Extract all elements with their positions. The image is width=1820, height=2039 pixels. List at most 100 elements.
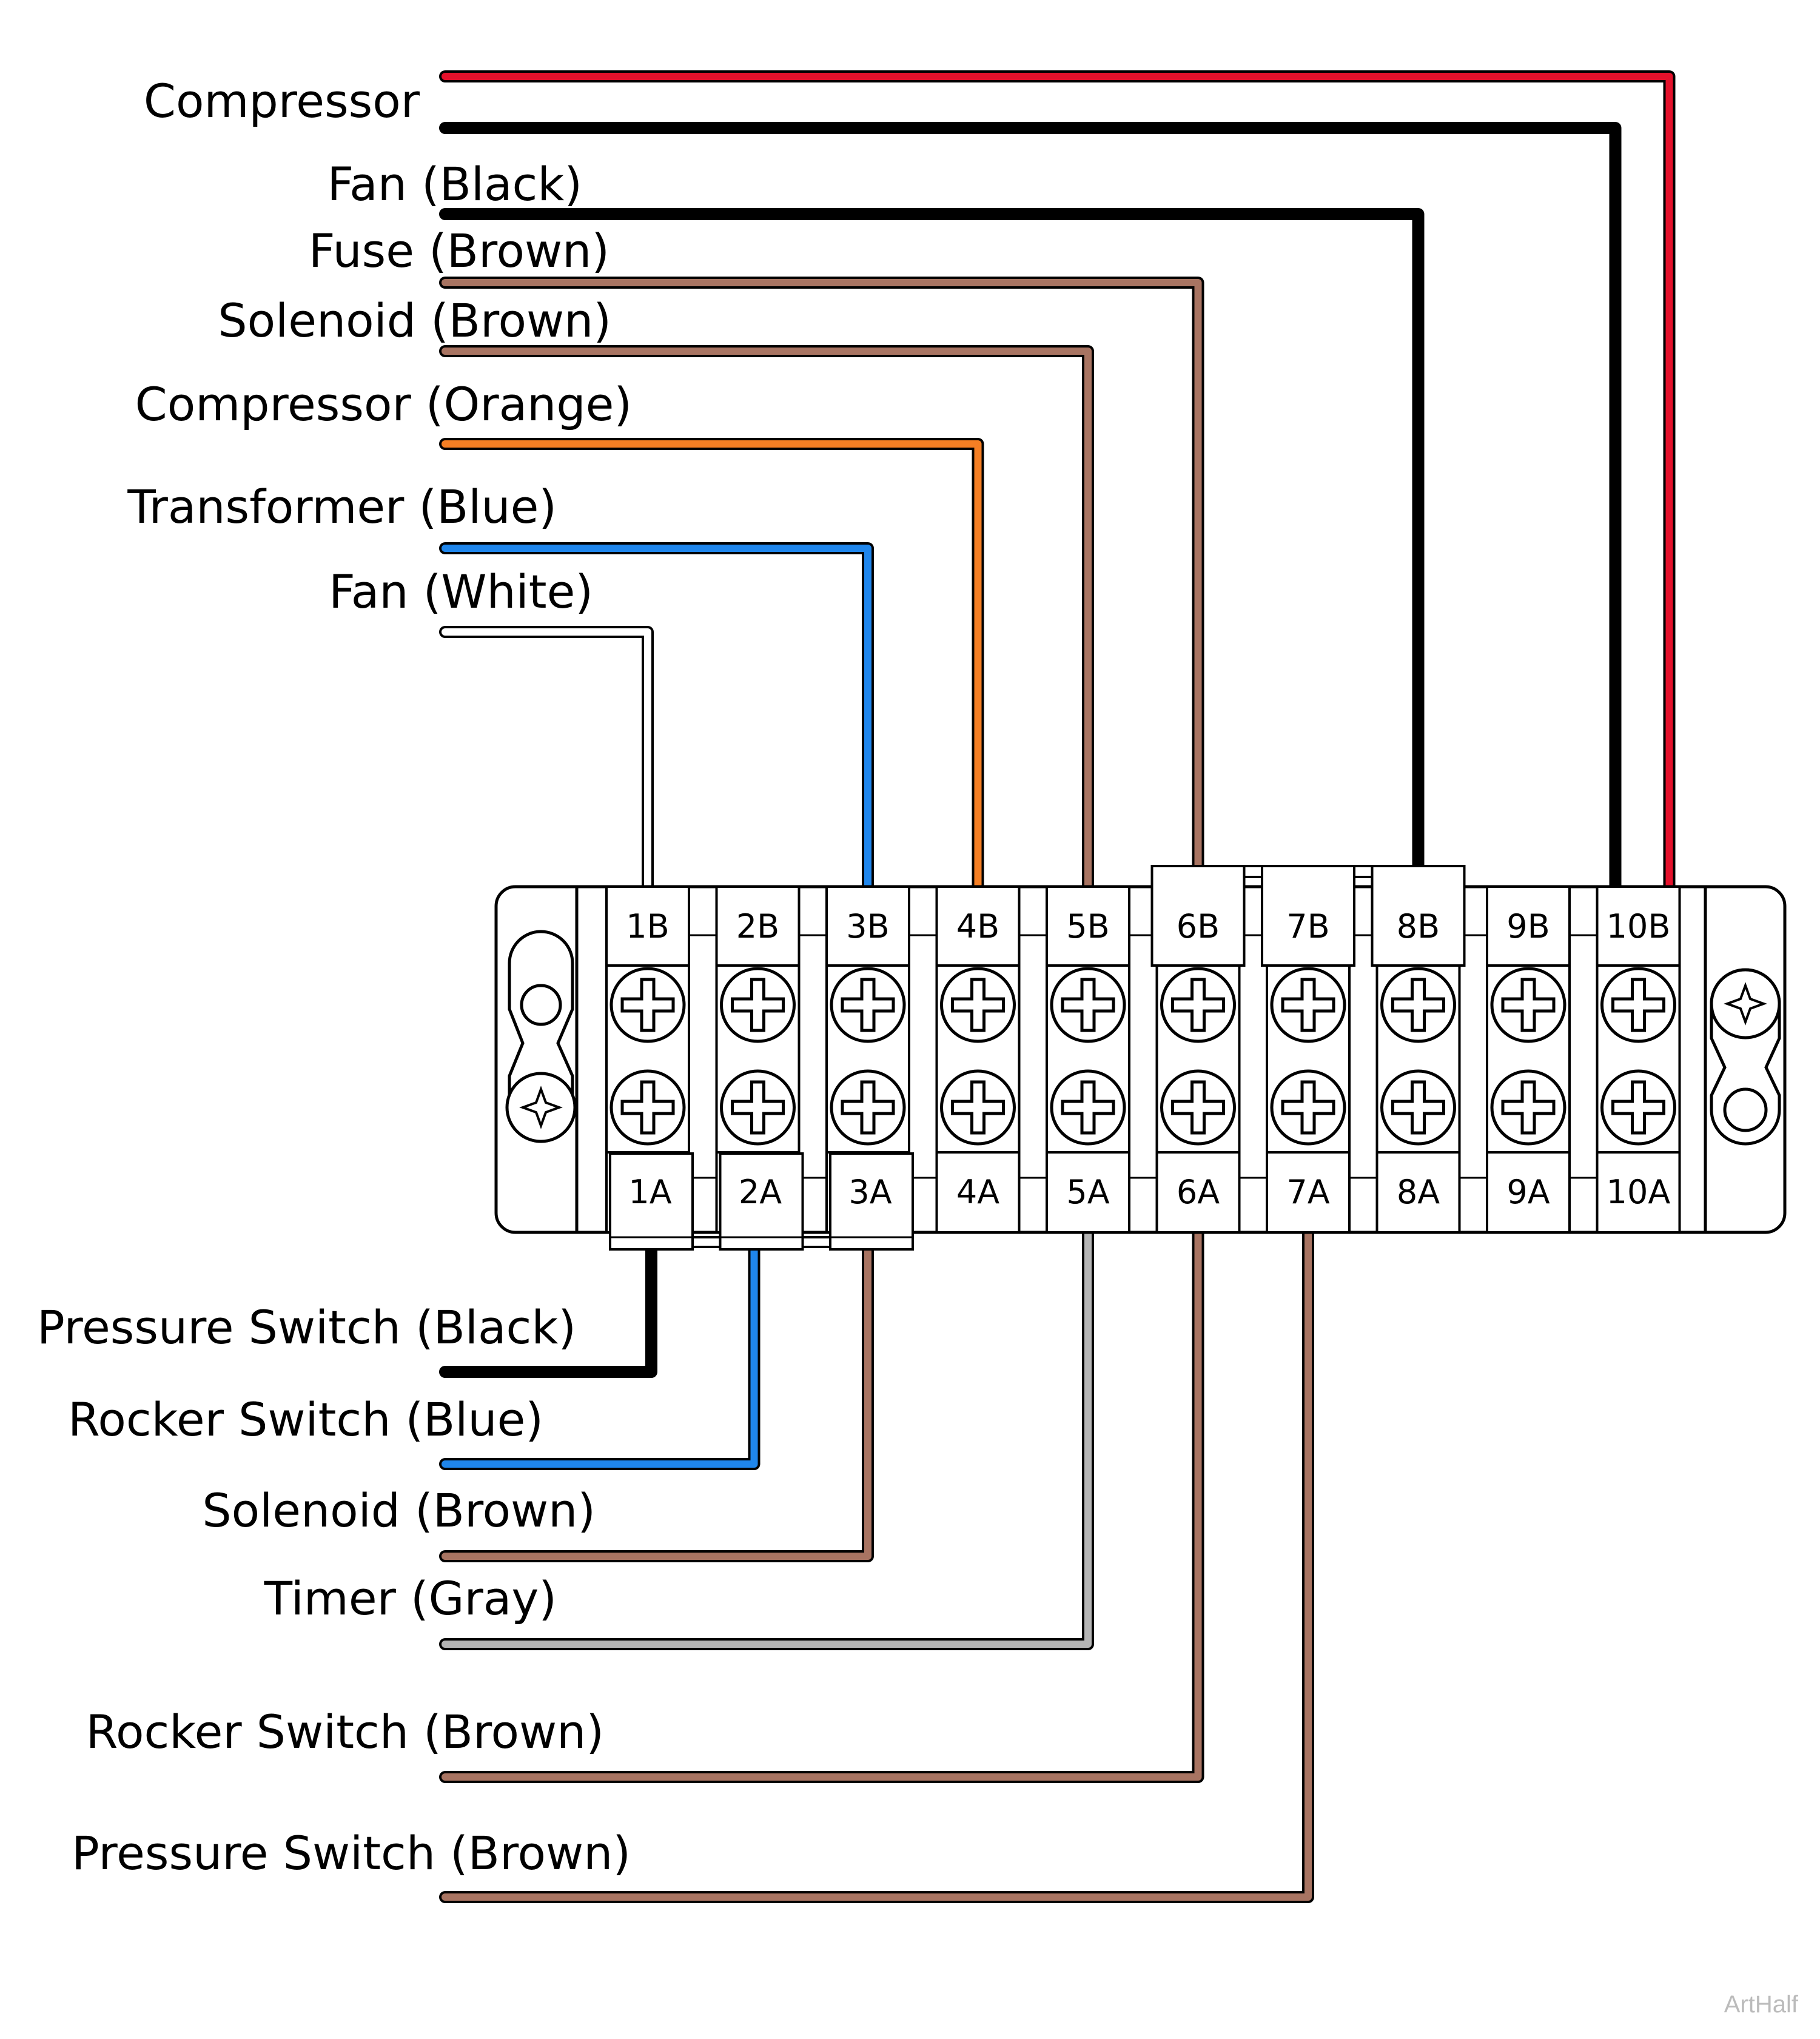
wire-label: Timer (Gray) — [264, 1571, 557, 1625]
terminal-label: 2B — [736, 907, 779, 946]
terminal-label: 7B — [1286, 907, 1329, 946]
phillips-screw-icon — [1050, 967, 1126, 1043]
phillips-screw-icon — [1270, 1069, 1346, 1146]
terminal-label-box — [1596, 1151, 1681, 1234]
wire-label: Solenoid (Brown) — [202, 1483, 596, 1537]
terminal-label-box — [935, 1151, 1021, 1234]
terminal-label-box — [715, 885, 801, 967]
phillips-screw-icon — [1050, 1069, 1126, 1146]
wires — [439, 70, 1676, 1903]
wire-white — [439, 626, 654, 893]
wire-label: Compressor (Orange) — [135, 377, 632, 431]
wire-label: Pressure Switch (Black) — [37, 1300, 576, 1354]
phillips-screw-icon — [609, 1069, 686, 1146]
wire-black — [439, 208, 1425, 893]
terminal-column: 5B 5A — [1046, 885, 1157, 1234]
phillips-screw-icon — [609, 967, 686, 1043]
phillips-screw-icon — [1600, 1069, 1676, 1146]
wire-label: Transformer (Blue) — [127, 480, 557, 534]
terminal-label: 10B — [1607, 907, 1671, 946]
right-mount-ear — [1710, 968, 1781, 1146]
terminal-label-box — [825, 885, 910, 967]
phillips-screw-icon — [940, 967, 1016, 1043]
terminal-label-box — [935, 885, 1021, 967]
phillips-screw-icon — [1160, 1069, 1236, 1146]
wire-label: Fan (White) — [329, 565, 593, 619]
wire-label: Rocker Switch (Brown) — [86, 1705, 604, 1759]
phillips-screw-icon — [1490, 967, 1566, 1043]
terminal-label: 6A — [1177, 1173, 1220, 1211]
wire-label: Fan (Black) — [327, 157, 582, 211]
terminal-label: 8A — [1397, 1173, 1440, 1211]
bottom-jumper-bar: 1A 2A 3A — [609, 1152, 914, 1251]
terminal-label: 5B — [1066, 907, 1109, 946]
terminal-label: 9A — [1506, 1173, 1550, 1211]
terminal-label: 4B — [956, 907, 999, 946]
terminal-label: 2A — [739, 1173, 782, 1211]
wire-brown — [439, 1226, 1204, 1783]
phillips-screw-icon — [940, 1069, 1016, 1146]
terminal-label: 3A — [848, 1173, 892, 1211]
mount-hole — [520, 984, 562, 1026]
terminal-label: 5A — [1066, 1173, 1109, 1211]
terminal-label-box — [1486, 885, 1571, 967]
terminal-block-body — [494, 885, 1787, 1234]
wire-label: Rocker Switch (Blue) — [68, 1392, 543, 1446]
wire-red — [439, 70, 1676, 893]
mount-hole — [1723, 1087, 1768, 1132]
phillips-screw-icon — [1380, 1069, 1456, 1146]
terminal-label-box — [1046, 1151, 1130, 1234]
terminal-label-box — [1486, 1151, 1571, 1234]
phillips-screw-icon — [1600, 967, 1676, 1043]
wire-blue — [439, 1226, 761, 1470]
wire-black — [439, 122, 1622, 893]
wire-gray — [439, 1226, 1094, 1650]
star-screw-head-icon — [1724, 982, 1767, 1026]
terminal-label: 1A — [628, 1173, 671, 1211]
wire-orange — [439, 438, 984, 893]
jumper-bars: 6B 7B 8B 1A 2A 3A — [609, 865, 1466, 1251]
phillips-screw-icon — [720, 1069, 796, 1146]
left-mount-ear — [505, 930, 577, 1143]
wire-blue — [439, 542, 874, 893]
terminal-label-box — [1596, 885, 1681, 967]
wire-label: Solenoid (Brown) — [218, 294, 611, 348]
phillips-screw-icon — [1490, 1069, 1566, 1146]
terminal-label: 10A — [1607, 1173, 1671, 1211]
terminal-label-box — [1046, 885, 1130, 967]
terminal-label: 8B — [1397, 907, 1440, 946]
terminal-label: 7A — [1286, 1173, 1329, 1211]
star-screw-head-icon — [519, 1086, 563, 1129]
terminal-label: 4A — [956, 1173, 999, 1211]
terminal-column: 10B 10A — [1596, 885, 1681, 1234]
terminal-label-box — [1266, 1151, 1351, 1234]
phillips-screw-icon — [1160, 967, 1236, 1043]
wire-brown — [439, 345, 1094, 893]
credit-text: ArtHalf — [1724, 1991, 1799, 2018]
wire-black — [439, 1226, 657, 1378]
terminal-label: 3B — [846, 907, 889, 946]
terminal-label-box — [1375, 1151, 1461, 1234]
phillips-screw-icon — [720, 967, 796, 1043]
terminal-label: 6B — [1177, 907, 1220, 946]
phillips-screw-icon — [830, 967, 906, 1043]
wire-brown — [439, 1226, 874, 1562]
wire-brown — [439, 1226, 1314, 1903]
wire-label: Compressor — [144, 74, 420, 128]
wire-label: Pressure Switch (Brown) — [72, 1826, 631, 1880]
wire-label: Fuse (Brown) — [309, 224, 609, 278]
terminal-column: 9B 9A — [1486, 885, 1597, 1234]
phillips-screw-icon — [1270, 967, 1346, 1043]
phillips-screw-icon — [1380, 967, 1456, 1043]
terminal-column: 4B 4A — [935, 885, 1047, 1234]
terminal-label: 1B — [626, 907, 669, 946]
phillips-screw-icon — [830, 1069, 906, 1146]
top-jumper-bar: 6B 7B 8B — [1150, 865, 1466, 967]
terminal-label-box — [1155, 1151, 1241, 1234]
terminal-label-box — [605, 885, 690, 967]
wire-brown — [439, 277, 1204, 893]
terminal-label: 9B — [1506, 907, 1550, 946]
